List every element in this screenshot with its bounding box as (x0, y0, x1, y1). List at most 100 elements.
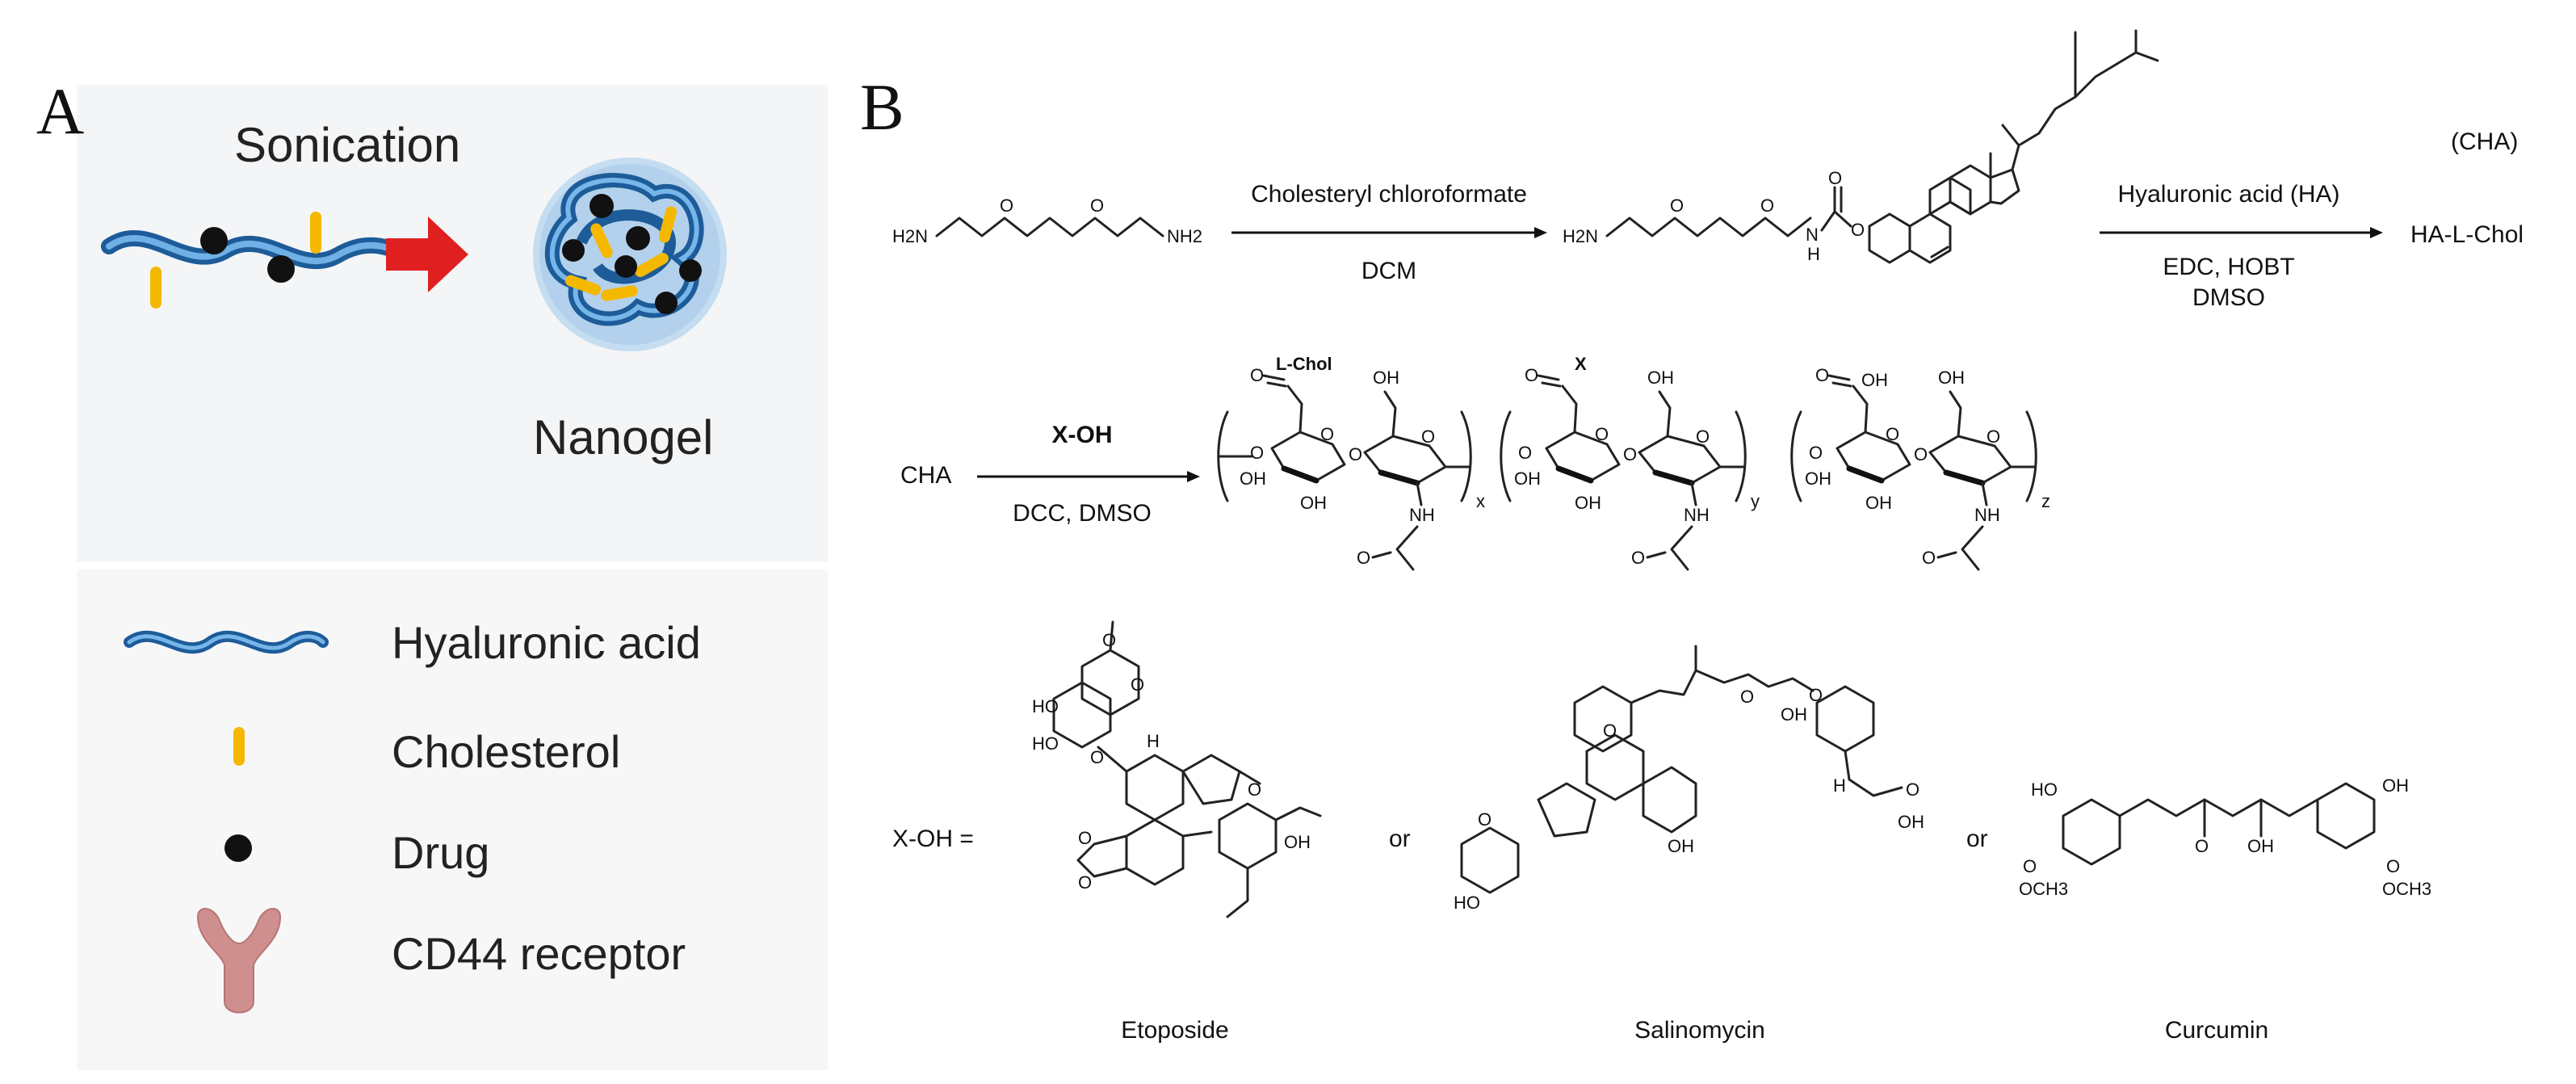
salino-oh2: OH (1898, 812, 1924, 832)
unit3-o-amide: O (1922, 548, 1936, 568)
unit2-ring-o: O (1595, 424, 1609, 444)
unit2-oh-a: OH (1514, 468, 1541, 489)
start-nh2: NH2 (1167, 226, 1202, 246)
etop-o3: O (1090, 747, 1104, 767)
unit2-oh-c: OH (1647, 368, 1674, 388)
arrow2-bottom-text-2: DMSO (2192, 284, 2265, 311)
repeat-unit-y: O O O X OH OH O O OH NH (1500, 354, 1760, 571)
curc-oh: OH (2382, 775, 2409, 796)
unit1-oh-b: OH (1300, 493, 1327, 513)
unit2-nh: NH (1684, 505, 1710, 525)
arrow2-head-icon (2370, 227, 2383, 238)
unit2-sub-y: y (1751, 491, 1760, 511)
row1-scheme: H2N O O NH2 Cholesteryl chloroformate DC… (892, 29, 2524, 311)
unit1-nh: NH (1409, 505, 1435, 525)
int-o1: O (1670, 195, 1684, 216)
cd44-receptor-icon (196, 908, 282, 1014)
unit2-oh-b: OH (1575, 493, 1601, 513)
drug-icon (200, 227, 228, 254)
unit1-ring-o2: O (1421, 426, 1435, 447)
salino-h: H (1833, 775, 1846, 796)
etoposide-structure: O O HO HO O H O O O OH (1032, 620, 1322, 918)
unit3-sub-z: z (2041, 491, 2050, 511)
panel-a-legend-box (77, 569, 828, 1070)
unit3-nh: NH (1974, 505, 2000, 525)
curc-och3-2: OCH3 (2382, 879, 2431, 899)
unit2-o-amide: O (1631, 548, 1645, 568)
nanogel-label: Nanogel (533, 410, 714, 464)
unit2-o-carbonyl: O (1525, 365, 1538, 385)
etop-o4: O (1248, 779, 1261, 800)
product-name: HA-L-Chol (2410, 221, 2524, 248)
cholesterol-icon (233, 727, 245, 766)
intermediate-chain (1605, 216, 1812, 237)
unit3-oh-b: OH (1865, 493, 1892, 513)
unit1-ring-o: O (1320, 424, 1334, 444)
unit1-oh-c: OH (1373, 368, 1399, 388)
salino-o4: O (1603, 721, 1617, 741)
unit1-sub-x: x (1476, 491, 1485, 511)
start-o1: O (1000, 195, 1013, 216)
unit1-o-amide: O (1357, 548, 1370, 568)
xoh-equals: X-OH = (892, 826, 974, 852)
arrow2-bottom-text-1: EDC, HOBT (2163, 254, 2294, 280)
sonication-label: Sonication (234, 118, 460, 172)
repeat-unit-x: O O O L-Chol OH OH O O OH NH (1217, 354, 1485, 571)
unit3-oh-c: OH (1938, 368, 1965, 388)
drug-icon (224, 834, 252, 862)
unit3-o-carbonyl: O (1815, 365, 1829, 385)
unit3-ring-o: O (1886, 424, 1899, 444)
etop-o2: O (1131, 674, 1144, 695)
int-o-ester: O (1851, 220, 1865, 240)
nanogel-icon (533, 158, 727, 351)
sonication-arrow-icon (386, 216, 468, 292)
compound1-name: Etoposide (1121, 1017, 1228, 1044)
panel-a-top-box (77, 85, 828, 561)
etop-h1: H (1147, 731, 1160, 751)
unit3-o-glyco: O (1914, 444, 1928, 464)
salino-o2: O (1809, 685, 1823, 705)
panel-b: B H2N O O NH2 Cholesteryl chloroformate … (860, 29, 2524, 1044)
product-abbrev: (CHA) (2451, 128, 2518, 155)
arrow1-bottom-text: DCM (1361, 258, 1416, 284)
row2-conditions: DCC, DMSO (1013, 500, 1152, 527)
unit1-oh-a: OH (1240, 468, 1266, 489)
row3-scheme: X-OH = O O HO HO O H O O O (892, 620, 2431, 1044)
unit1-o-glyco: O (1349, 444, 1362, 464)
unit3-oh-a: OH (1805, 468, 1831, 489)
compound2-name: Salinomycin (1634, 1017, 1765, 1044)
unit2-label: X (1575, 354, 1587, 374)
etop-o1: O (1102, 630, 1116, 650)
arrow3-head-icon (1187, 471, 1200, 482)
row2-reagent: X-OH (1052, 422, 1113, 448)
unit2-o-link: O (1518, 443, 1532, 463)
curc-ho: HO (2031, 779, 2058, 800)
or-2: or (1966, 826, 1988, 852)
salino-ho: HO (1454, 893, 1480, 913)
int-o2: O (1760, 195, 1774, 216)
salino-o3: O (1906, 779, 1919, 800)
curc-o2: O (2386, 856, 2400, 876)
curc-o1: O (2023, 856, 2037, 876)
start-h2n: H2N (892, 226, 928, 246)
salino-oh1: OH (1781, 704, 1807, 725)
curc-och3-1: OCH3 (2019, 879, 2068, 899)
int-o-carbonyl: O (1828, 168, 1842, 188)
drug-icon (267, 255, 295, 283)
arrow2-top-text: Hyaluronic acid (HA) (2117, 181, 2339, 208)
legend-cd44: CD44 receptor (392, 928, 686, 979)
legend-drug: Drug (392, 827, 489, 878)
int-h: H (1807, 244, 1820, 264)
etop-o5: O (1078, 828, 1092, 848)
unit3-oh-acid: OH (1861, 370, 1888, 390)
start-chain (935, 216, 1164, 237)
unit3-ring-o2: O (1987, 426, 2000, 447)
salino-oh3: OH (1668, 836, 1694, 856)
arrow1-head-icon (1534, 227, 1547, 238)
curcumin-structure: HO O OCH3 O OH OH O OCH3 (2019, 775, 2431, 899)
legend-cholesterol: Cholesterol (392, 726, 620, 777)
salino-o5: O (1478, 809, 1491, 830)
legend-hyaluronic-acid: Hyaluronic acid (392, 617, 701, 668)
unit1-label: L-Chol (1276, 354, 1332, 374)
